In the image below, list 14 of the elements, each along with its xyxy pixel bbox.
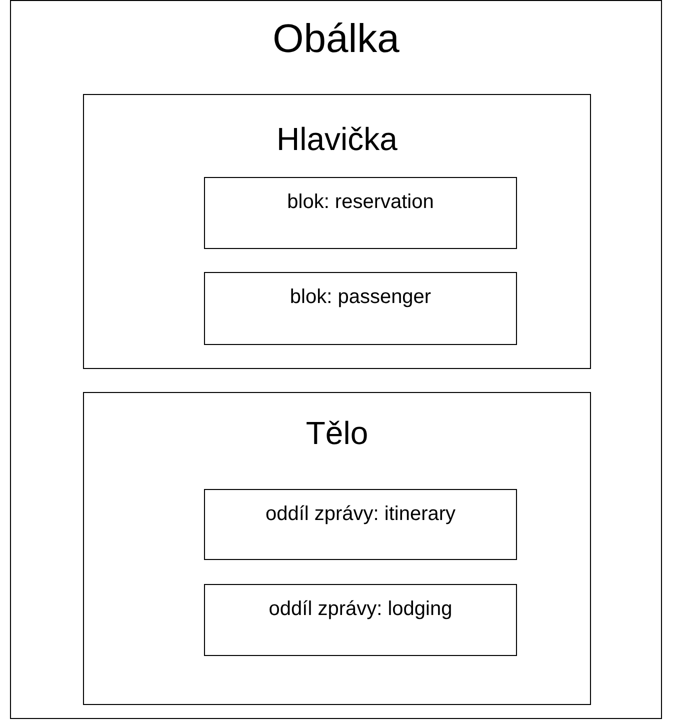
envelope-box [10,0,662,719]
box-title: Tělo [304,415,370,452]
section-box [204,272,517,345]
body-box [83,392,591,705]
box-label: oddíl zprávy: itinerary [264,503,457,526]
header-box [83,94,591,369]
box-label: blok: reservation [286,191,435,214]
box-title: Hlavička [276,121,398,158]
box-label: oddíl zprávy: lodging [268,598,454,621]
box-title: Obálka [272,17,400,62]
section-box [204,177,517,249]
section-box [204,584,517,656]
box-label: blok: passenger [288,286,432,309]
section-box [204,489,517,560]
